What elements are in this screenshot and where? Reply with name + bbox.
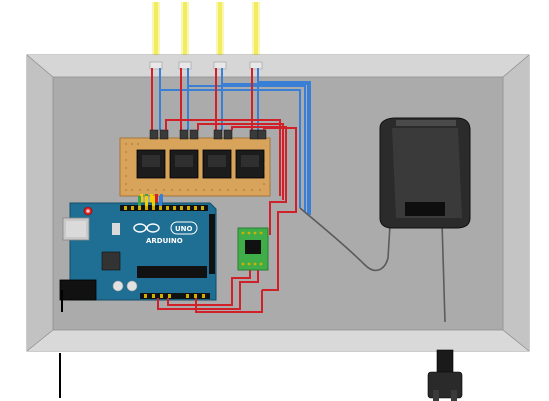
arduino-logo: ARDUINO UNO xyxy=(133,221,198,245)
power-plug xyxy=(427,349,463,401)
arduino-model-label: UNO xyxy=(175,225,193,233)
lamp-3 xyxy=(216,2,224,64)
red-wires-power xyxy=(165,119,297,291)
lamps xyxy=(152,2,260,64)
dc-cable xyxy=(59,290,63,398)
blue-wires xyxy=(159,68,311,215)
relays xyxy=(136,149,265,179)
arduino-brand-label: ARDUINO xyxy=(146,237,183,245)
red-wires-sensor xyxy=(157,270,263,313)
power-adapter xyxy=(379,117,471,229)
lamp-sockets xyxy=(149,61,263,70)
lamp-2 xyxy=(181,2,189,64)
lamp-4 xyxy=(252,2,260,64)
dc-jack xyxy=(59,279,97,301)
red-wires-lamps xyxy=(151,68,253,132)
lamp-1 xyxy=(152,2,160,64)
sensor-module xyxy=(237,227,269,271)
adapter-cable xyxy=(299,207,446,323)
relay-module xyxy=(119,129,271,203)
arduino-uno: ARDUINO UNO xyxy=(59,196,217,301)
